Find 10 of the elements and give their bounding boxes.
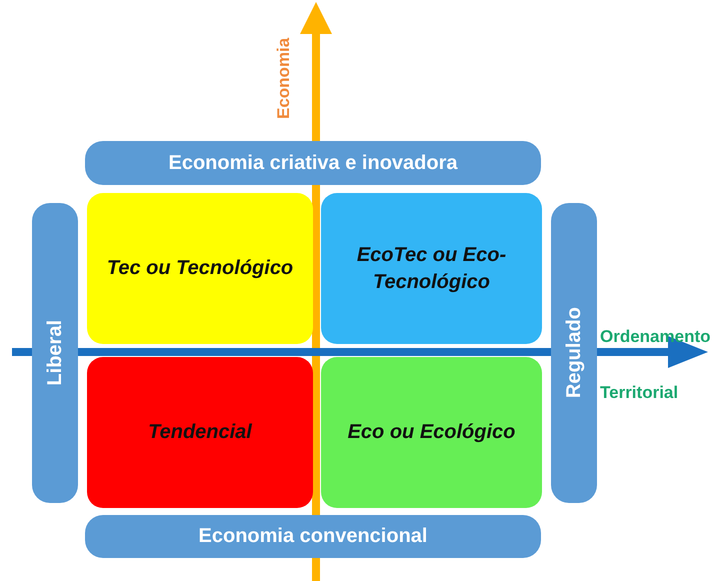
quadrant-box: Tendencial: [87, 357, 313, 508]
label-band: Economia criativa e inovadora: [85, 141, 541, 185]
label-band: Economia convencional: [85, 515, 541, 558]
axis-label: Economia: [273, 36, 294, 121]
quadrant-box: Tec ou Tecnológico: [87, 193, 313, 344]
label-band: Regulado: [551, 203, 597, 503]
quadrant-box: Eco ou Ecológico: [321, 357, 542, 508]
quadrant-box: EcoTec ou Eco-Tecnológico: [321, 193, 542, 344]
axis-label: Ordenamento Territorial: [600, 326, 712, 404]
label-band: Liberal: [32, 203, 78, 503]
